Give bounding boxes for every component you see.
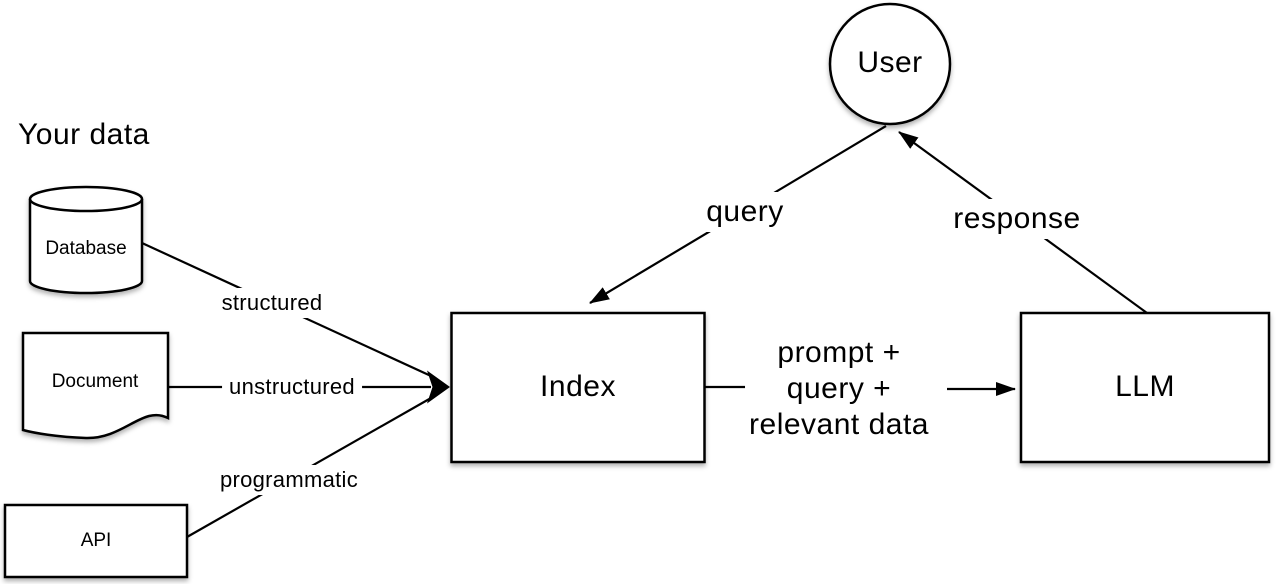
heading-your-data: Your data — [18, 118, 150, 151]
edge-label-prompt-query-relevant-data: prompt + query + relevant data — [745, 335, 933, 443]
edge-label-structured: structured — [214, 288, 330, 318]
database-cylinder-icon — [28, 185, 144, 295]
document-label: Document — [51, 371, 139, 392]
index-box — [450, 311, 706, 464]
user-circle — [828, 2, 952, 126]
edge-label-response: response — [945, 199, 1089, 239]
edge-label-programmatic: programmatic — [212, 465, 366, 495]
database-cylinder-rim-icon — [28, 198, 144, 213]
api-box — [3, 503, 189, 579]
llm-label: LLM — [1115, 370, 1175, 403]
document-shape-icon — [21, 331, 170, 440]
edge-label-query: query — [698, 192, 792, 232]
edge-label-unstructured: unstructured — [222, 372, 362, 402]
user-label: User — [857, 46, 923, 79]
database-label: Database — [45, 238, 127, 259]
index-label: Index — [540, 370, 616, 403]
index-converge-arrowhead-icon — [427, 370, 450, 404]
llm-box — [1019, 311, 1271, 464]
api-label: API — [80, 530, 112, 551]
